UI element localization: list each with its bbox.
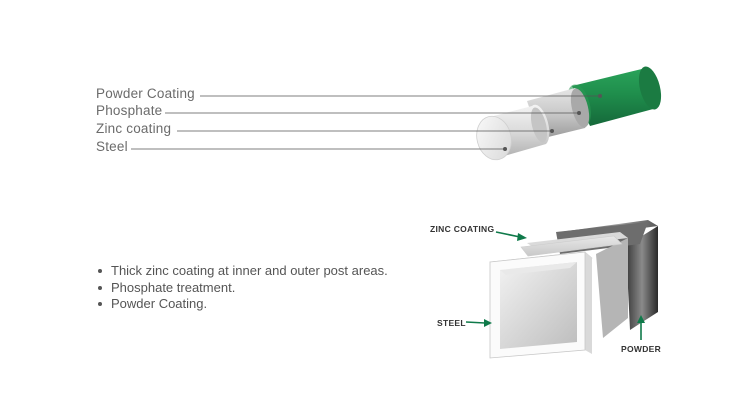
feature-list: Thick zinc coating at inner and outer po… <box>96 263 388 313</box>
callout-steel: STEEL <box>437 318 466 328</box>
leader-lines <box>131 95 600 150</box>
label-zinc-coating: Zinc coating <box>96 121 172 136</box>
square-steel-layer <box>489 251 593 359</box>
leader-dots <box>503 94 602 151</box>
label-powder-coating: Powder Coating <box>96 86 195 101</box>
square-zinc-layer <box>520 232 628 338</box>
callout-zinc-coating: ZINC COATING <box>430 224 495 234</box>
list-item: Powder Coating. <box>96 296 388 313</box>
callout-arrows <box>465 231 645 340</box>
list-item: Phosphate treatment. <box>96 280 388 297</box>
callout-powder: POWDER <box>621 344 662 354</box>
label-phosphate: Phosphate <box>96 103 163 118</box>
label-steel: Steel <box>96 139 128 154</box>
list-item: Thick zinc coating at inner and outer po… <box>96 263 388 280</box>
